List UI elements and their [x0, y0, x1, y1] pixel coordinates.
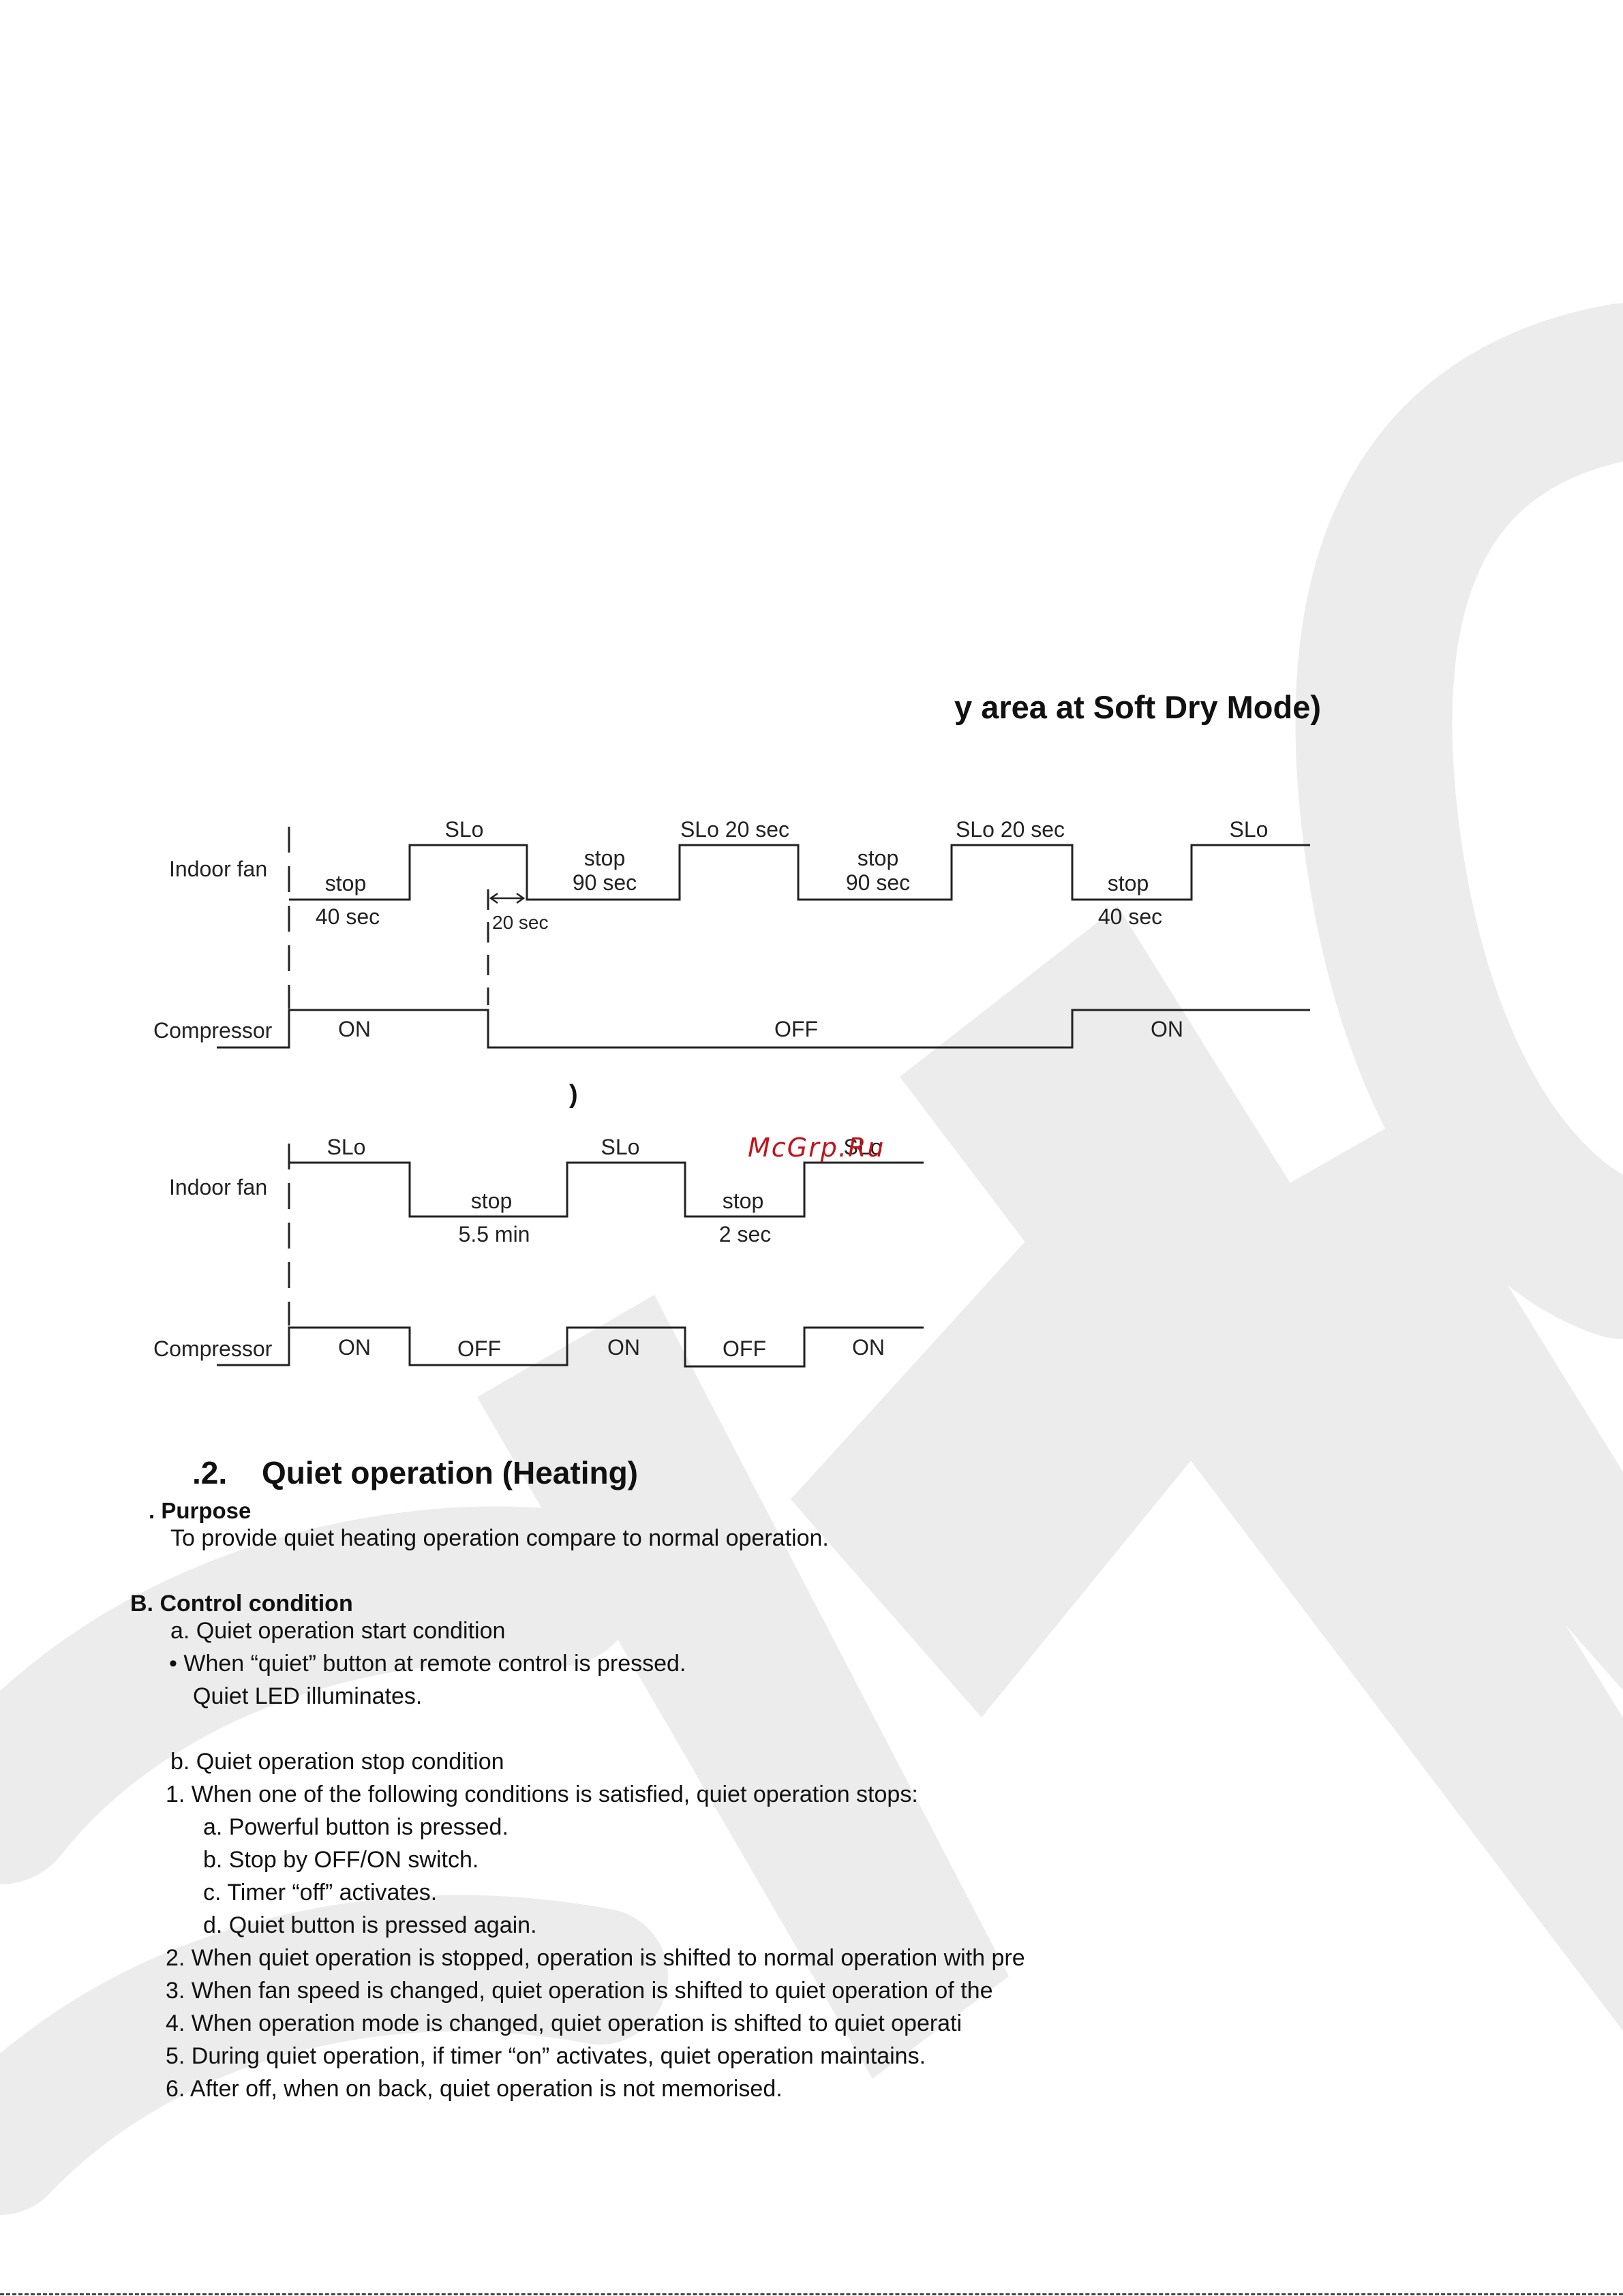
- d2-slo-1: SLo: [327, 1135, 366, 1159]
- d1-comp-on-1: ON: [338, 1017, 371, 1041]
- d1-indoor-fan-label: Indoor fan: [169, 857, 267, 881]
- d1-compressor-label: Compressor: [153, 1018, 273, 1043]
- stop-item-4: 4. When operation mode is changed, quiet…: [166, 2010, 962, 2036]
- d1-fan-waveform: [289, 844, 1310, 901]
- stop-item-1: 1. When one of the following conditions …: [166, 1781, 918, 1807]
- section-title: .2. Quiet operation (Heating): [192, 1454, 638, 1491]
- start-item-1: • When “quiet” button at remote control …: [169, 1651, 686, 1677]
- d1-90sec-1: 90 sec: [573, 870, 637, 895]
- d2-slo-3: SLo: [844, 1135, 883, 1159]
- stop-item-1c: c. Timer “off” activates.: [203, 1880, 438, 1905]
- stop-item-1a: a. Powerful button is pressed.: [203, 1814, 509, 1840]
- stop-item-3: 3. When fan speed is changed, quiet oper…: [166, 1978, 993, 2004]
- d1-slo20-2: SLo 20 sec: [956, 817, 1065, 842]
- bottom-dashed-rule: [0, 2293, 1623, 2295]
- d1-stop-2: stop: [584, 846, 625, 870]
- d2-compressor-waveform: [217, 1326, 924, 1368]
- d2-comp-on-1: ON: [338, 1335, 371, 1360]
- section-number: .2.: [192, 1455, 228, 1490]
- control-condition-label: B. Control condition: [130, 1591, 353, 1617]
- purpose-label: . Purpose: [149, 1498, 252, 1523]
- stop-item-6: 6. After off, when on back, quiet operat…: [166, 2076, 783, 2102]
- d2-stop-2: stop: [723, 1189, 763, 1213]
- d2-comp-on-2: ON: [607, 1335, 640, 1360]
- d1-stop-4: stop: [1108, 871, 1149, 896]
- d2-2sec: 2 sec: [719, 1222, 771, 1246]
- soft-dry-heading-fragment: y area at Soft Dry Mode): [954, 689, 1322, 725]
- d1-comp-off: OFF: [774, 1017, 818, 1041]
- d2-indoor-fan-label: Indoor fan: [169, 1175, 267, 1199]
- d2-comp-on-3: ON: [852, 1335, 885, 1360]
- stop-condition-label: b. Quiet operation stop condition: [170, 1749, 504, 1775]
- paren-fragment: ): [569, 1080, 578, 1109]
- stop-item-1b: b. Stop by OFF/ON switch.: [203, 1847, 479, 1873]
- d1-compressor-waveform: [217, 1009, 1310, 1049]
- d1-comp-on-2: ON: [1151, 1017, 1183, 1041]
- d1-stop-1: stop: [325, 871, 366, 896]
- d1-20sec-label: 20 sec: [492, 912, 549, 933]
- d1-slo-1: SLo: [445, 817, 484, 842]
- d2-comp-off-2: OFF: [723, 1336, 766, 1361]
- d1-40sec-1: 40 sec: [316, 904, 380, 929]
- stop-item-1d: d. Quiet button is pressed again.: [203, 1912, 537, 1938]
- section-title-text: Quiet operation (Heating): [262, 1455, 638, 1490]
- stop-item-2: 2. When quiet operation is stopped, oper…: [166, 1945, 1025, 1971]
- d1-40sec-2: 40 sec: [1098, 904, 1162, 929]
- d1-90sec-2: 90 sec: [846, 870, 910, 895]
- start-item-2: Quiet LED illuminates.: [193, 1683, 423, 1709]
- start-condition-label: a. Quiet operation start condition: [170, 1618, 506, 1644]
- d2-slo-2: SLo: [601, 1135, 640, 1159]
- d2-stop-1: stop: [471, 1189, 512, 1213]
- purpose-text: To provide quiet heating operation compa…: [170, 1525, 829, 1551]
- stop-item-5: 5. During quiet operation, if timer “on”…: [166, 2043, 926, 2069]
- d1-slo-end: SLo: [1230, 817, 1269, 842]
- d2-fan-waveform: [289, 1161, 924, 1218]
- d1-stop-3: stop: [858, 846, 898, 870]
- mcgrp-stamp: McGrp.Ru: [748, 1133, 885, 1163]
- d2-comp-off-1: OFF: [457, 1336, 501, 1361]
- d2-compressor-label: Compressor: [153, 1336, 273, 1361]
- d2-55min: 5.5 min: [459, 1222, 530, 1246]
- d1-slo20-1: SLo 20 sec: [680, 817, 789, 842]
